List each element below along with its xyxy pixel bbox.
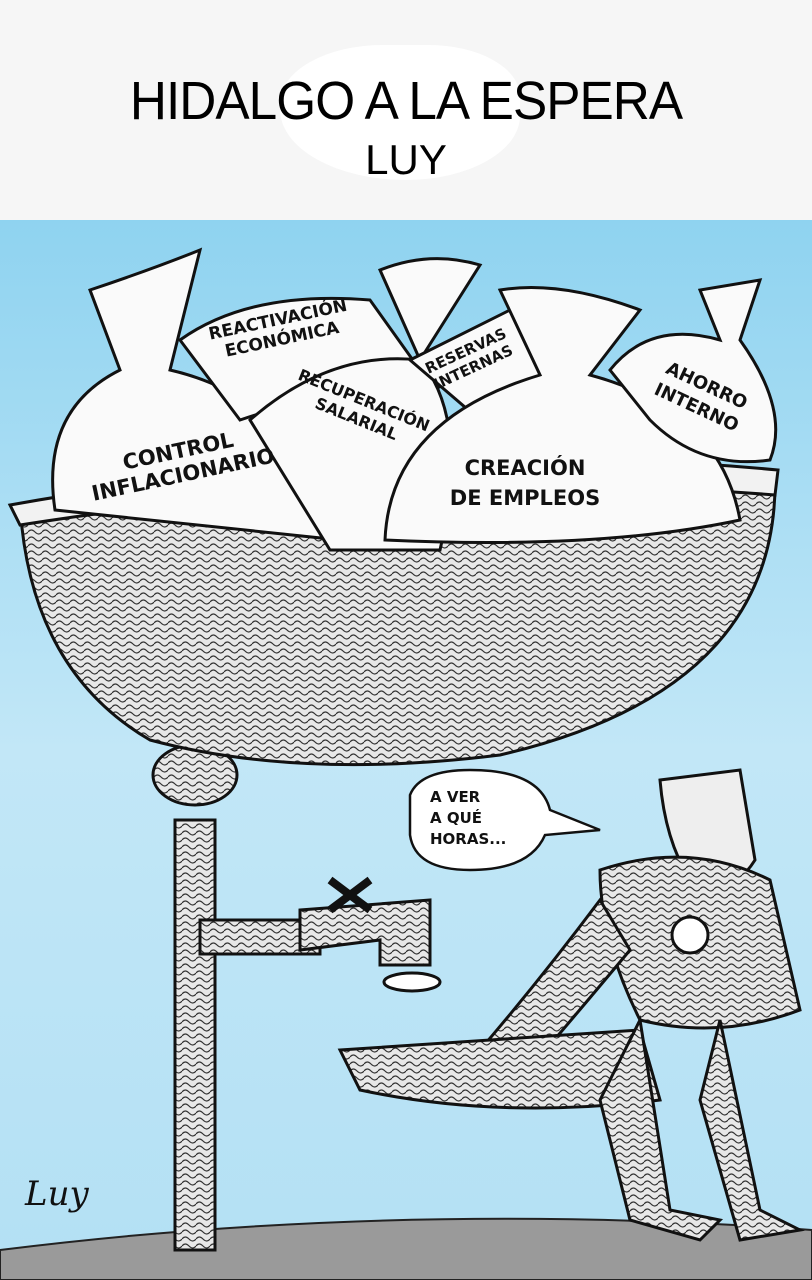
svg-text:DE EMPLEOS: DE EMPLEOS <box>450 486 600 510</box>
svg-text:HORAS...: HORAS... <box>430 830 506 848</box>
svg-text:A QUÉ: A QUÉ <box>430 808 482 827</box>
cartoon-title: HIDALGO A LA ESPERA <box>129 71 683 131</box>
bag-label-creacion-de-empleos: CREACIÓN DE EMPLEOS <box>450 455 600 510</box>
signature: Luy <box>24 1174 89 1214</box>
svg-text:A VER: A VER <box>430 788 481 806</box>
cartoon-illustration: CONTROL INFLACIONARIO REACTIVACIÓN ECONÓ… <box>0 220 812 1280</box>
faucet-icon <box>298 876 442 993</box>
man-waiting <box>337 768 805 1242</box>
cartoon-author: LUY <box>365 136 447 183</box>
money-bags <box>51 247 778 552</box>
header: HIDALGO A LA ESPERA LUY <box>0 0 812 220</box>
speech-bubble: A VER A QUÉ HORAS... <box>408 768 601 872</box>
svg-text:CREACIÓN: CREACIÓN <box>465 455 586 480</box>
pipe <box>151 743 322 1252</box>
white-blob <box>280 45 520 180</box>
